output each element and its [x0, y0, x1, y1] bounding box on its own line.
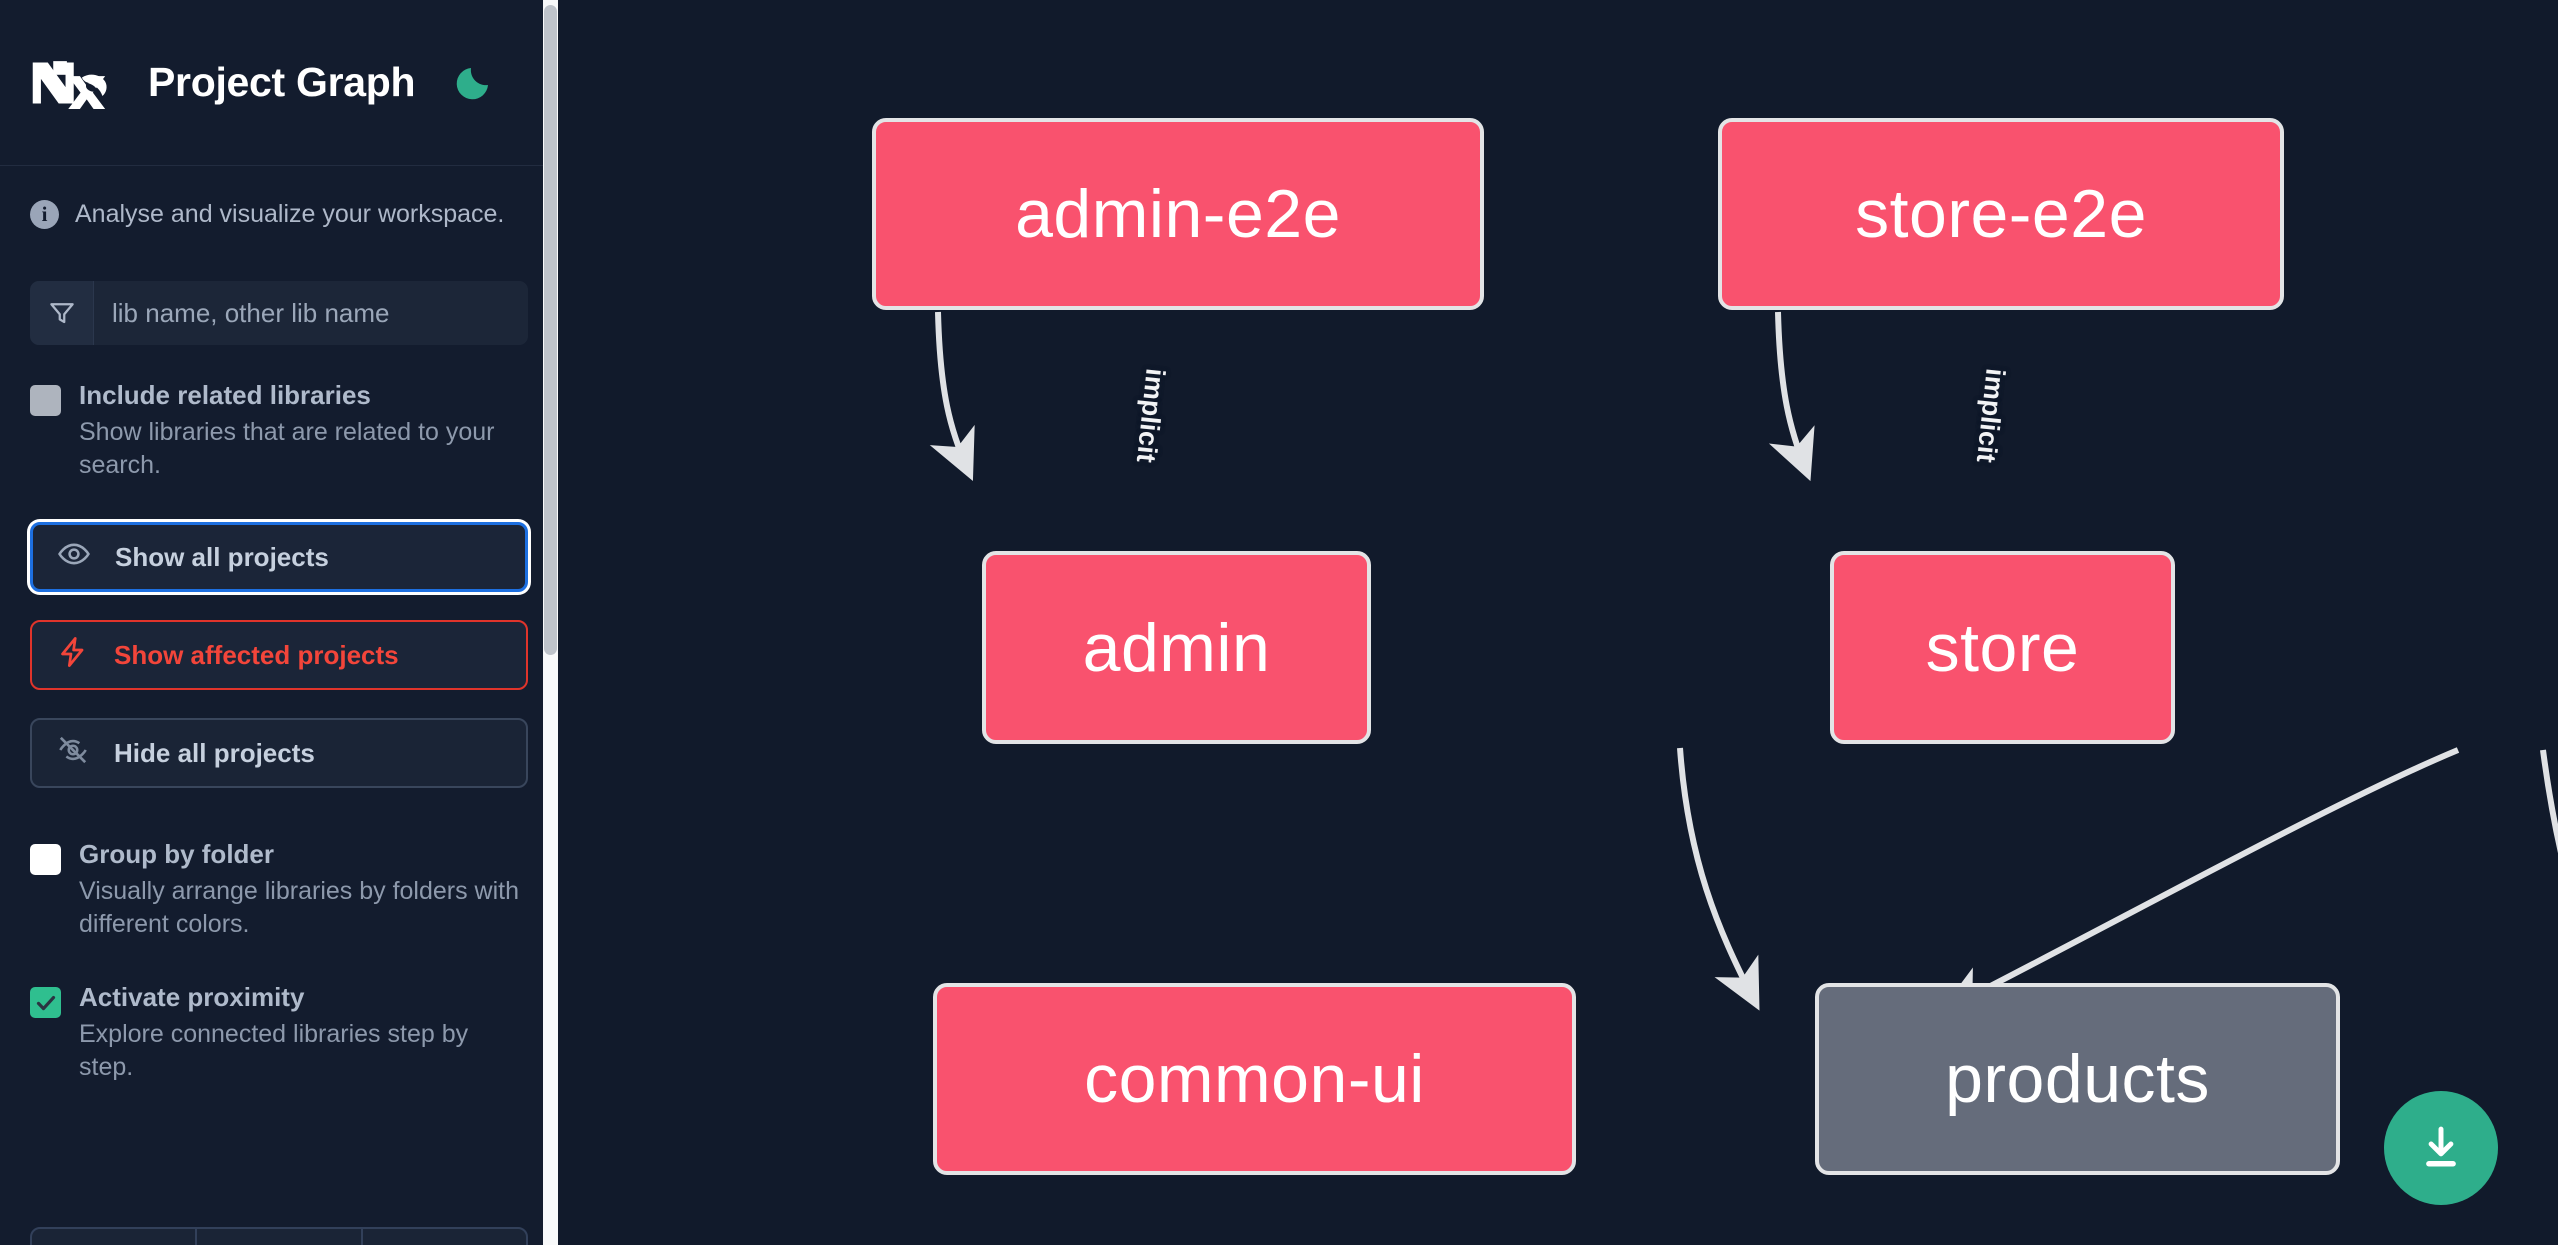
lightning-bolt-icon: [56, 635, 90, 676]
graph-node-label: admin-e2e: [1015, 176, 1341, 252]
sidebar-body: i Analyse and visualize your workspace. …: [0, 200, 558, 1245]
graph-node-label: products: [1945, 1041, 2210, 1117]
moon-icon[interactable]: [451, 61, 495, 105]
show-affected-projects-button[interactable]: Show affected projects: [30, 620, 528, 691]
graph-node-admin-e2e[interactable]: admin-e2e: [872, 118, 1484, 310]
graph-node-store[interactable]: store: [1830, 551, 2175, 744]
segment-2[interactable]: [197, 1229, 363, 1245]
option-label: Include related libraries: [79, 380, 371, 410]
nx-logo-icon: [30, 57, 112, 109]
eye-icon: [57, 537, 91, 578]
download-icon[interactable]: [2384, 1091, 2498, 1205]
info-circle-icon: i: [30, 200, 59, 229]
option-description: Show libraries that are related to your …: [79, 418, 495, 480]
option-label: Group by folder: [79, 839, 274, 870]
option-description: Explore connected libraries step by step…: [79, 1020, 469, 1082]
page-title: Project Graph: [148, 59, 416, 105]
sidebar-scrollbar-thumb[interactable]: [544, 5, 557, 655]
search-input[interactable]: [94, 281, 528, 345]
checkbox-activate-proximity[interactable]: [30, 987, 61, 1019]
sidebar-header: Project Graph: [0, 0, 558, 166]
segmented-control-peek[interactable]: [30, 1227, 528, 1245]
sidebar: Project Graph i Analyse and visualize yo…: [0, 0, 558, 1245]
checkbox-group-by-folder[interactable]: [30, 844, 61, 876]
graph-node-admin[interactable]: admin: [982, 551, 1371, 744]
option-group-by-folder[interactable]: Group by folder Visually arrange librari…: [30, 839, 528, 941]
graph-node-label: common-ui: [1084, 1041, 1425, 1117]
edge-label-admin-e2e-to-admin: implicit: [1130, 366, 1171, 465]
workspace-info: i Analyse and visualize your workspace.: [30, 200, 528, 229]
show-affected-projects-label: Show affected projects: [114, 639, 399, 670]
filter-funnel-icon[interactable]: [30, 281, 94, 345]
option-label: Activate proximity: [79, 982, 305, 1013]
graph-node-label: store: [1925, 609, 2080, 686]
graph-node-products[interactable]: products: [1815, 983, 2340, 1175]
eye-off-icon: [56, 733, 90, 774]
option-include-related-libraries[interactable]: Include related libraries Show libraries…: [30, 380, 528, 482]
segment-1[interactable]: [32, 1229, 198, 1245]
sidebar-scrollbar[interactable]: [543, 0, 558, 1245]
edge-label-store-e2e-to-store: implicit: [1970, 366, 2011, 465]
workspace-info-text: Analyse and visualize your workspace.: [75, 200, 505, 228]
option-activate-proximity[interactable]: Activate proximity Explore connected lib…: [30, 983, 528, 1084]
option-description: Visually arrange libraries by folders wi…: [79, 877, 520, 939]
segment-3[interactable]: [363, 1229, 526, 1245]
show-all-projects-label: Show all projects: [115, 541, 329, 572]
hide-all-projects-label: Hide all projects: [114, 737, 315, 768]
show-all-projects-button[interactable]: Show all projects: [30, 522, 528, 593]
graph-node-common-ui[interactable]: common-ui: [933, 983, 1576, 1175]
hide-all-projects-button[interactable]: Hide all projects: [30, 718, 528, 789]
graph-node-label: admin: [1082, 609, 1271, 686]
graph-node-label: store-e2e: [1855, 176, 2147, 252]
checkbox-include-related-libraries[interactable]: [30, 385, 61, 416]
graph-canvas[interactable]: admin-e2e store-e2e admin store common-ui pro…: [558, 0, 2558, 1245]
graph-node-store-e2e[interactable]: store-e2e: [1718, 118, 2284, 310]
search-bar: [30, 281, 528, 345]
